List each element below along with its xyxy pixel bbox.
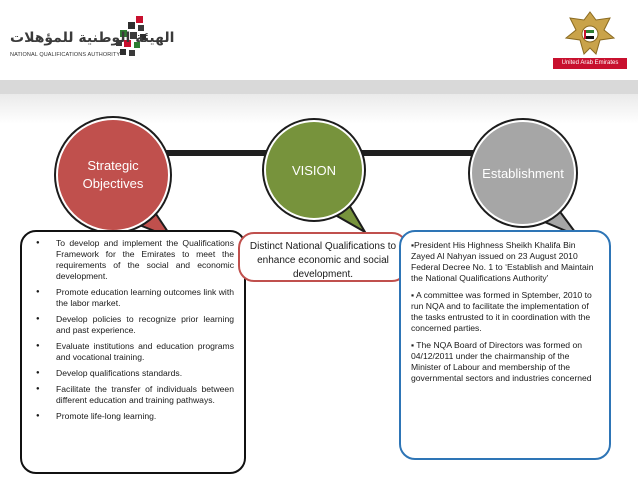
objective-item: To develop and implement the Qualificati… (36, 238, 234, 282)
vision-circle: VISION (264, 120, 364, 220)
logo-arabic-text: الهيئة الوطنية للمؤهلات (10, 30, 175, 46)
vision-text: Distinct National Qualifications to enha… (249, 241, 397, 280)
objective-item: Develop qualifications standards. (36, 368, 234, 379)
uae-label: United Arab Emirates (553, 58, 627, 69)
objectives-list: To develop and implement the Qualificati… (22, 232, 244, 422)
establishment-point: ▪ A committee was formed in Sptember, 20… (411, 290, 592, 333)
objective-item: Facilitate the transfer of individuals b… (36, 384, 234, 406)
objective-item: Evaluate institutions and education prog… (36, 341, 234, 363)
establishment-point: ▪President His Highness Sheikh Khalifa B… (411, 240, 594, 283)
objectives-box: To develop and implement the Qualificati… (20, 230, 246, 474)
establishment-point: ▪ The NQA Board of Directors was formed … (411, 340, 592, 383)
uae-emblem (560, 8, 620, 64)
establishment-box: ▪President His Highness Sheikh Khalifa B… (399, 230, 611, 460)
nqa-logo (8, 12, 208, 68)
logo-mark-icon (116, 16, 146, 56)
objective-item: Develop policies to recognize prior lear… (36, 314, 234, 336)
strategic-objectives-label: Strategic Objectives (82, 158, 144, 191)
logo-english-text: NATIONAL QUALIFICATIONS AUTHORITY (10, 52, 121, 58)
vision-box: Distinct National Qualifications to enha… (238, 232, 408, 282)
establishment-circle: Establishment (470, 120, 576, 226)
establishment-label: Establishment (482, 165, 564, 181)
objective-item: Promote education learning outcomes link… (36, 287, 234, 309)
header-band (0, 80, 638, 94)
vision-label: VISION (291, 162, 337, 178)
strategic-objectives-circle: Strategic Objectives (56, 118, 170, 232)
falcon-emblem-icon (564, 11, 616, 55)
objective-item: Promote life-long learning. (36, 411, 234, 422)
